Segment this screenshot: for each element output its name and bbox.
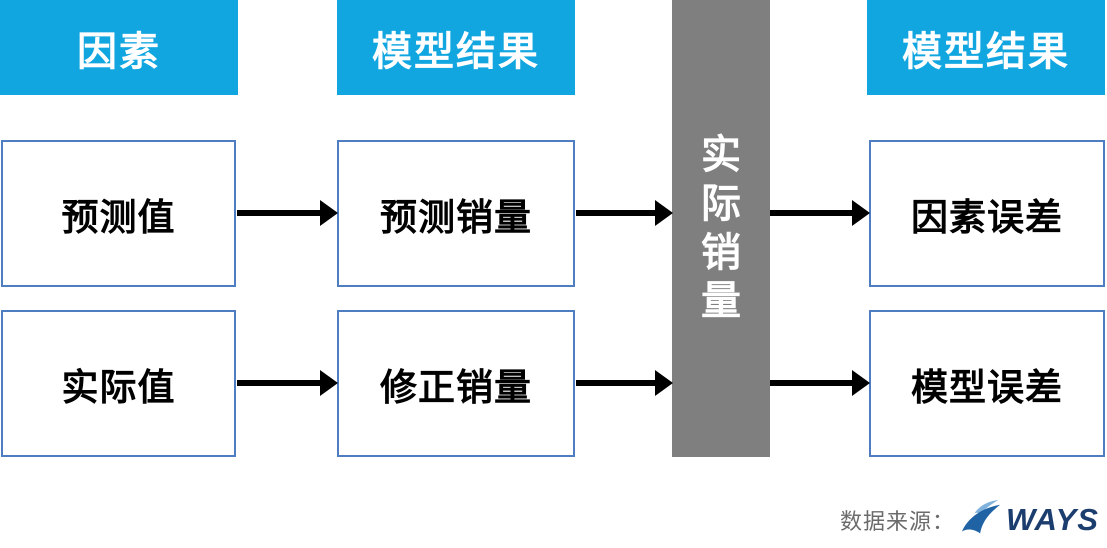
ways-logo-text: WAYS bbox=[1006, 502, 1099, 537]
header-factors: 因素 bbox=[0, 0, 238, 95]
arrow-head-icon bbox=[852, 370, 870, 396]
arrow-line bbox=[237, 210, 322, 216]
box-forecast-value: 预测值 bbox=[1, 140, 236, 287]
arrow-head-icon bbox=[320, 370, 338, 396]
ways-logo-swoosh-icon bbox=[961, 499, 1001, 534]
arrow-line bbox=[237, 380, 322, 386]
footer: 数据来源： WAYS bbox=[0, 492, 1107, 548]
box-model-error: 模型误差 bbox=[869, 310, 1105, 457]
data-source-label: 数据来源： bbox=[839, 509, 955, 534]
header-model-results-right-label: 模型结果 bbox=[902, 29, 1070, 74]
header-model-results-right: 模型结果 bbox=[867, 0, 1105, 95]
actual-sales-bar-label: 实际销量 bbox=[701, 132, 741, 324]
box-actual-value-label: 实际值 bbox=[61, 366, 176, 408]
box-model-error-label: 模型误差 bbox=[911, 366, 1063, 408]
arrow-head-icon bbox=[655, 370, 673, 396]
arrow-line bbox=[770, 210, 854, 216]
arrow-head-icon bbox=[655, 200, 673, 226]
box-forecast-value-label: 预测值 bbox=[61, 196, 176, 238]
arrow-head-icon bbox=[320, 200, 338, 226]
header-model-results-left-label: 模型结果 bbox=[372, 29, 540, 74]
box-corrected-sales-label: 修正销量 bbox=[380, 366, 532, 408]
box-forecast-sales: 预测销量 bbox=[337, 140, 575, 287]
actual-sales-bar: 实际销量 bbox=[672, 0, 770, 457]
arrow-line bbox=[576, 380, 657, 386]
ways-logo: WAYS bbox=[961, 499, 1099, 541]
box-actual-value: 实际值 bbox=[1, 310, 236, 457]
box-forecast-sales-label: 预测销量 bbox=[380, 196, 532, 238]
header-factors-label: 因素 bbox=[77, 29, 161, 74]
header-model-results-left: 模型结果 bbox=[337, 0, 575, 95]
box-corrected-sales: 修正销量 bbox=[337, 310, 575, 457]
box-factor-error: 因素误差 bbox=[869, 140, 1105, 287]
arrow-line bbox=[770, 380, 854, 386]
arrow-head-icon bbox=[852, 200, 870, 226]
arrow-line bbox=[576, 210, 657, 216]
box-factor-error-label: 因素误差 bbox=[911, 196, 1063, 238]
